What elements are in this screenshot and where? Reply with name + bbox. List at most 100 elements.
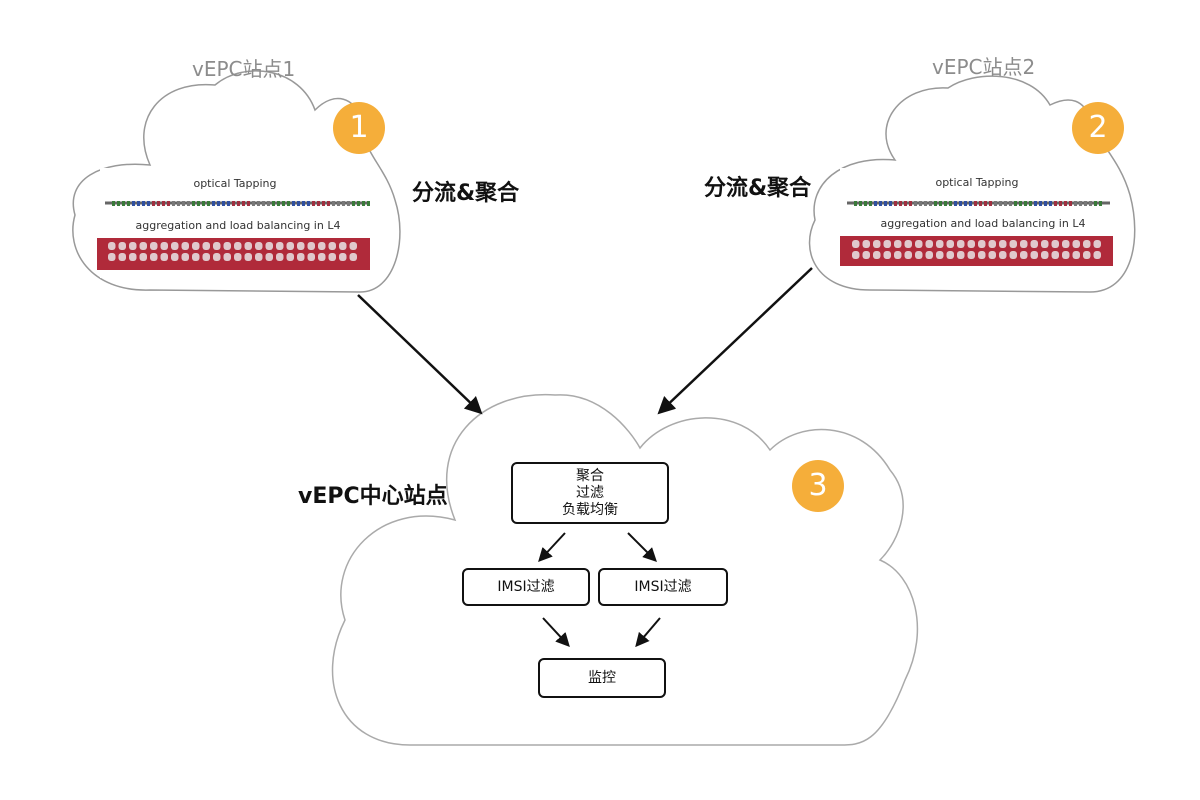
chassis-port	[967, 251, 975, 259]
chassis-port	[150, 242, 158, 250]
tap-port	[994, 201, 997, 206]
chassis-port	[297, 242, 305, 250]
chassis-port	[936, 240, 944, 248]
tap-port	[307, 201, 310, 206]
tap-port	[969, 201, 972, 206]
tap-port	[342, 201, 345, 206]
chassis-port	[894, 251, 902, 259]
site2-side-text: 分流&聚合	[704, 176, 812, 201]
chassis-port	[171, 242, 179, 250]
tap-port	[197, 201, 200, 206]
tap-port	[127, 201, 130, 206]
site1-device: optical Tapping aggregation and load bal…	[97, 168, 370, 278]
chassis-port	[139, 242, 147, 250]
tap-port	[894, 201, 897, 206]
tap-port	[1029, 201, 1032, 206]
chassis-port	[223, 253, 231, 261]
tap-port	[267, 201, 270, 206]
site1-chassis	[97, 238, 370, 270]
chassis-port	[1041, 251, 1049, 259]
tap-port	[869, 201, 872, 206]
monitor-box: 监控	[538, 658, 666, 698]
imsi-filter-left-box: IMSI过滤	[462, 568, 590, 606]
tap-port	[1004, 201, 1007, 206]
site2-device-bottom-label: aggregation and load balancing in L4	[881, 217, 1086, 230]
chassis-port	[1093, 240, 1101, 248]
tap-port	[1009, 201, 1012, 206]
chassis-port	[349, 242, 357, 250]
tap-port	[242, 201, 245, 206]
tap-port	[187, 201, 190, 206]
chassis-port	[202, 242, 210, 250]
chassis-port	[883, 240, 891, 248]
chassis-port	[255, 253, 263, 261]
chassis-port	[894, 240, 902, 248]
tap-port	[142, 201, 145, 206]
tap-port	[172, 201, 175, 206]
tap-port	[974, 201, 977, 206]
tap-port	[177, 201, 180, 206]
tap-port	[367, 201, 370, 206]
arrow-left-to-bottom	[542, 617, 570, 648]
chassis-port	[946, 251, 954, 259]
tap-port	[347, 201, 350, 206]
tap-port	[889, 201, 892, 206]
chassis-port	[276, 242, 284, 250]
tap-port	[954, 201, 957, 206]
tap-port	[1074, 201, 1077, 206]
tap-port	[1024, 201, 1027, 206]
site2-title: vEPC站点2	[932, 55, 1036, 79]
site2-chassis-ports	[852, 240, 1101, 259]
site1-chassis-ports	[108, 242, 357, 261]
tap-port	[287, 201, 290, 206]
chassis-port	[915, 251, 923, 259]
chassis-port	[286, 242, 294, 250]
chassis-port	[999, 240, 1007, 248]
tap-port	[1049, 201, 1052, 206]
chassis-port	[852, 251, 860, 259]
tap-port	[864, 201, 867, 206]
imsi-filter-right-box: IMSI过滤	[598, 568, 728, 606]
tap-port	[1099, 201, 1102, 206]
chassis-port	[318, 253, 326, 261]
tap-port	[192, 201, 195, 206]
chassis-port	[255, 242, 263, 250]
tap-port	[1089, 201, 1092, 206]
chassis-port	[118, 242, 126, 250]
tap-port	[904, 201, 907, 206]
site2-device: optical Tapping aggregation and load bal…	[840, 168, 1113, 268]
aggregation-box-line-1: 聚合	[576, 467, 604, 484]
tap-port	[302, 201, 305, 206]
center-badge: 3	[792, 460, 844, 512]
chassis-port	[1009, 251, 1017, 259]
tap-port	[934, 201, 937, 206]
tap-port	[874, 201, 877, 206]
tap-port	[227, 201, 230, 206]
chassis-port	[936, 251, 944, 259]
tap-port	[137, 201, 140, 206]
tap-port	[182, 201, 185, 206]
center-title: vEPC中心站点	[298, 484, 448, 509]
tap-port	[964, 201, 967, 206]
tap-port	[272, 201, 275, 206]
site1-device-bottom-label: aggregation and load balancing in L4	[136, 219, 341, 232]
tap-port	[217, 201, 220, 206]
tap-port	[1054, 201, 1057, 206]
tap-port	[247, 201, 250, 206]
site2-device-top-label: optical Tapping	[935, 176, 1018, 189]
chassis-port	[915, 240, 923, 248]
chassis-port	[181, 253, 189, 261]
site1-device-top-label: optical Tapping	[193, 177, 276, 190]
chassis-port	[999, 251, 1007, 259]
tap-port	[252, 201, 255, 206]
tap-port	[1084, 201, 1087, 206]
tap-port	[989, 201, 992, 206]
arrow-site1-to-center	[357, 294, 483, 415]
chassis-port	[265, 253, 273, 261]
tap-port	[1014, 201, 1017, 206]
chassis-port	[1062, 240, 1070, 248]
chassis-port	[1072, 251, 1080, 259]
imsi-filter-right-label: IMSI过滤	[634, 578, 692, 595]
aggregation-box: 聚合 过滤 负载均衡	[511, 462, 669, 524]
chassis-port	[297, 253, 305, 261]
